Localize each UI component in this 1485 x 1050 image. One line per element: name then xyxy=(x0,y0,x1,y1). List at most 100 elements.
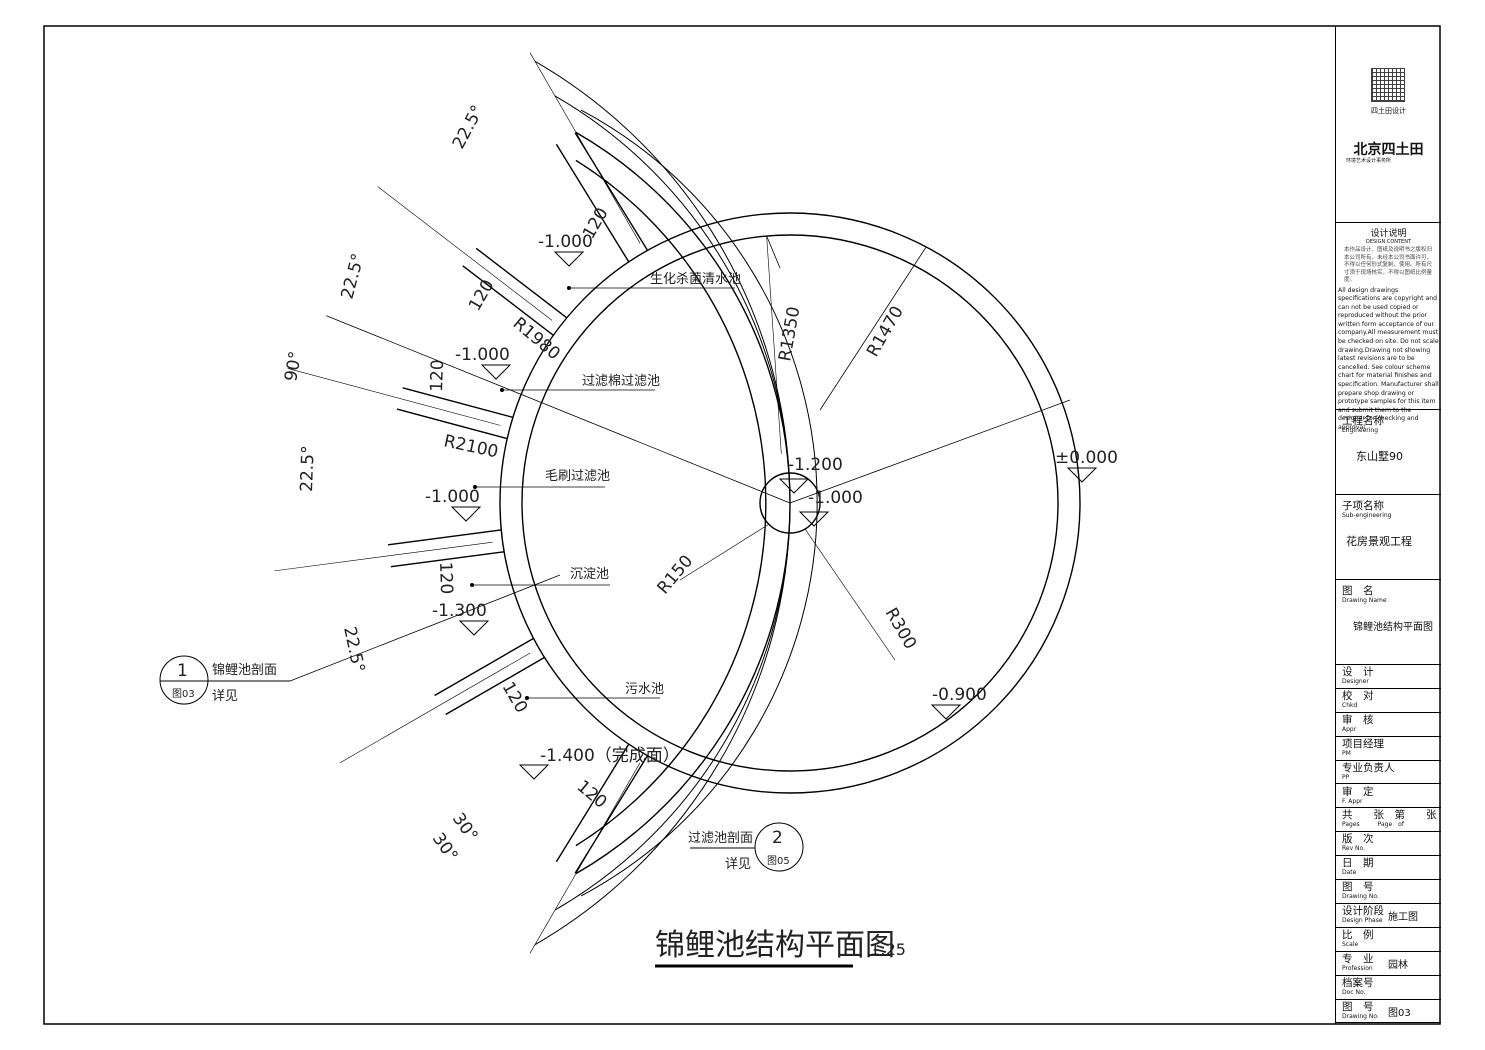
row-label: 专业负责人 xyxy=(1342,761,1395,774)
center-drain xyxy=(759,472,821,534)
notes-zh: 本作品设计、图纸及说明书之版权归本公司所有，未经本公司书面许可，不得以任何形式复… xyxy=(1344,247,1433,283)
field-label: 图 名 xyxy=(1342,585,1374,597)
extension-line xyxy=(274,541,493,572)
row-label: 图 号 xyxy=(1342,1000,1374,1013)
row-value: 施工图 xyxy=(1388,912,1418,923)
extension-line xyxy=(339,652,531,764)
row-label: 档案号 xyxy=(1342,976,1374,989)
row-label: 项目经理 xyxy=(1342,737,1384,750)
field-value: 花房景观工程 xyxy=(1346,535,1412,548)
drawing-title: 锦鲤池结构平面图 xyxy=(655,928,895,963)
extension-line xyxy=(529,52,641,244)
row-value: 园林 xyxy=(1388,959,1408,971)
row-label: 版 次 xyxy=(1342,833,1374,846)
partition-wall xyxy=(555,743,630,863)
field-value: 东山墅90 xyxy=(1356,450,1403,463)
partition-wall xyxy=(390,551,505,568)
row-label: 共 张 第 张 xyxy=(1342,809,1437,822)
pool-inner-wall xyxy=(521,234,1059,772)
title-block-row: 审 核 Appr xyxy=(1336,713,1441,737)
partition-wall xyxy=(574,132,649,251)
row-value: 图03 xyxy=(1388,1007,1411,1019)
radius-leader xyxy=(766,235,782,454)
level-mark: ±0.000 xyxy=(1055,448,1118,468)
angle-label: 90° xyxy=(281,350,306,383)
radius-leader xyxy=(819,246,927,411)
wall-dim: 120 xyxy=(498,679,532,717)
chamber-label: 污水池 xyxy=(625,682,664,697)
level-mark: -1.300 xyxy=(432,601,487,621)
radius-dim: R300 xyxy=(881,605,920,653)
angle-label: 22.5° xyxy=(338,251,369,301)
engineering-field: 工程名称 Engineering 东山墅90 xyxy=(1336,410,1441,495)
sub-engineering-field: 子项名称 Sub-engineering 花房景观工程 xyxy=(1336,495,1441,580)
title-block-row: 设计阶段 Design Phase 施工图 xyxy=(1336,904,1441,928)
radius-dim: R1470 xyxy=(863,303,908,361)
field-label-en: Sub-engineering xyxy=(1342,512,1392,519)
title-block-row: 比 例 Scale xyxy=(1336,928,1441,952)
row-label-en: F. Appr xyxy=(1342,797,1363,805)
row-label: 设 计 xyxy=(1342,666,1374,678)
partition-wall xyxy=(387,529,502,546)
radius-dim: R2100 xyxy=(442,431,500,462)
row-label-en: Profession xyxy=(1342,964,1373,972)
notes-en: All design drawings specifications are c… xyxy=(1338,286,1439,432)
callout-number: 2 xyxy=(772,828,783,848)
callout-see: 详见 xyxy=(725,857,751,872)
title-block-row: 共 张 第 张 Pages Page of xyxy=(1336,808,1441,833)
chamber-label: 过滤棉过滤池 xyxy=(582,374,660,389)
level-triangle-icon xyxy=(1066,467,1098,483)
title-block-row: 日 期 Date xyxy=(1336,856,1441,881)
field-label: 子项名称 xyxy=(1342,500,1384,512)
row-label-en: Appr xyxy=(1342,725,1357,733)
sheet-border xyxy=(43,25,1441,1025)
title-block: 四土田设计 北京四土田 环境艺术设计事务所 设计说明 DESIGN CONTEN… xyxy=(1335,26,1441,1024)
row-label: 校 对 xyxy=(1342,689,1374,702)
row-label-en: Chkd xyxy=(1342,701,1358,709)
row-label: 比 例 xyxy=(1342,928,1374,941)
radius-dim: R1350 xyxy=(775,305,804,363)
level-triangle-icon xyxy=(450,506,482,522)
dimension-arc xyxy=(580,109,818,897)
row-label-en: PM xyxy=(1342,749,1351,757)
row-label-en: Doc No. xyxy=(1342,988,1366,996)
section-line xyxy=(326,315,791,504)
extension-line xyxy=(529,762,641,954)
wall-dim: 120 xyxy=(427,359,448,392)
company-name: 北京四土田 xyxy=(1353,142,1424,158)
radius-leader xyxy=(679,523,769,581)
company-subtitle: 环境艺术设计事务所 xyxy=(1346,158,1392,164)
callout-see: 详见 xyxy=(212,689,238,704)
row-label-en: Drawing No. xyxy=(1342,1012,1379,1020)
callout-sheet: 图05 xyxy=(767,855,790,867)
section-callout-1[interactable]: 1 图03 锦鲤池剖面 详见 xyxy=(159,655,290,705)
row-label-en: Designer xyxy=(1342,678,1369,685)
extension-line xyxy=(287,368,501,426)
logo-caption: 四土田设计 xyxy=(1371,107,1406,115)
field-label-en: Engineering xyxy=(1342,427,1378,434)
level-mark: -1.200 xyxy=(788,455,843,475)
level-triangle-icon xyxy=(930,704,962,720)
row-label: 日 期 xyxy=(1342,857,1374,870)
level-mark: -1.000 xyxy=(538,232,593,252)
wall-dim: 120 xyxy=(465,276,499,314)
level-mark: -1.000 xyxy=(808,488,863,508)
callout-text: 锦鲤池剖面 xyxy=(212,663,277,678)
partition-wall xyxy=(475,247,568,319)
section-line xyxy=(789,399,1071,504)
title-block-row: 专 业 Profession 园林 xyxy=(1336,952,1441,976)
chamber-label: 毛刷过滤池 xyxy=(545,469,610,484)
notes-title: 设计说明 xyxy=(1370,229,1407,239)
section-callout-2[interactable]: 2 图05 过滤池剖面 详见 xyxy=(688,822,804,872)
row-label-en: PP xyxy=(1342,773,1350,781)
radius-leader xyxy=(804,528,896,661)
title-block-row: 审 定 F. Appr xyxy=(1336,785,1441,809)
row-label: 图 号 xyxy=(1342,881,1374,894)
field-value: 锦鲤池结构平面图 xyxy=(1353,622,1433,633)
field-label-en: Drawing Name xyxy=(1342,597,1387,604)
leader-line xyxy=(289,574,561,682)
chamber-label: 沉淀池 xyxy=(570,567,609,582)
pond-geometry xyxy=(274,52,1098,954)
extension-line xyxy=(377,186,553,321)
